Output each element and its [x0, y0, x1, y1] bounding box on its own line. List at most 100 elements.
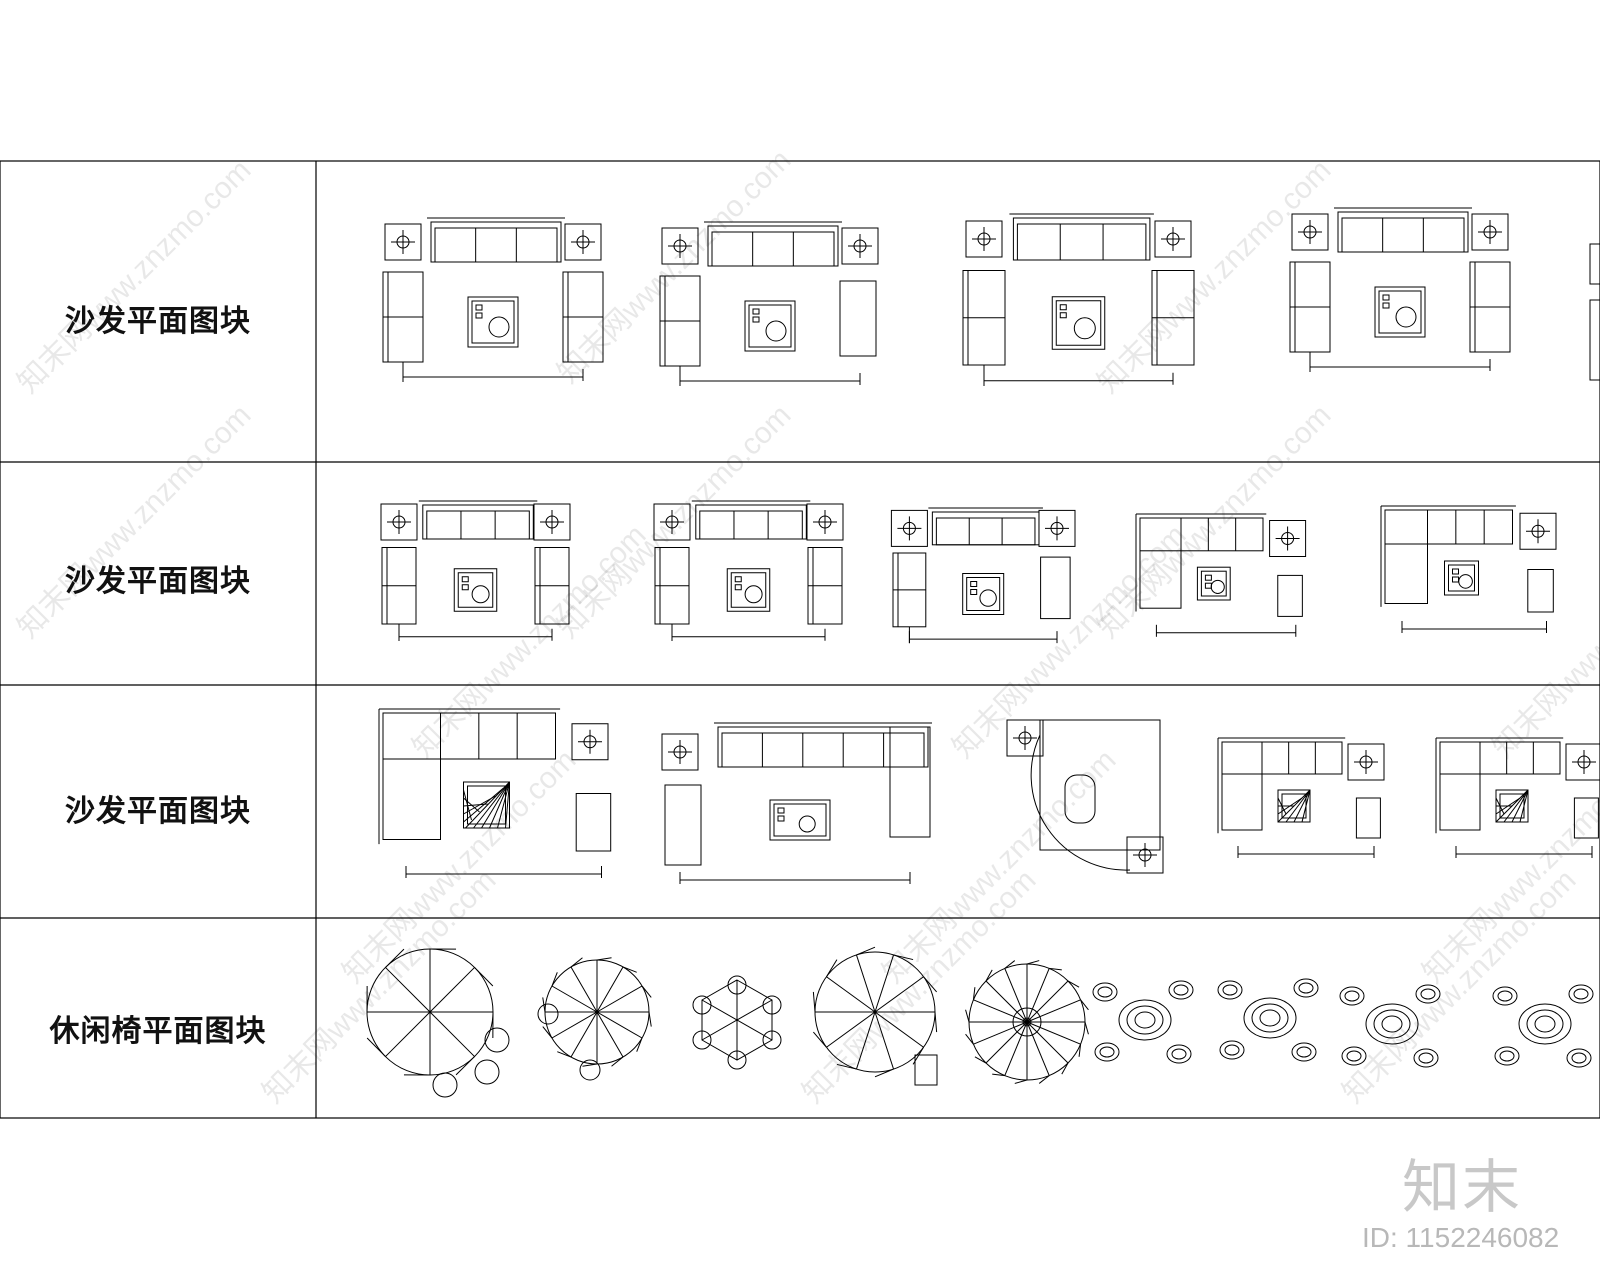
umbrella-scallop [1067, 980, 1080, 988]
hatch [489, 781, 510, 829]
umbrella-rib [985, 980, 1028, 1023]
table-ornament [765, 320, 787, 342]
coffee-table-inner [730, 572, 767, 608]
coffee-table [726, 568, 771, 612]
stone-table [1373, 1009, 1411, 1039]
sofa-corner [1439, 741, 1481, 831]
umbrella-lounger-block [812, 946, 938, 1086]
umbrella-rib [596, 1011, 643, 1039]
umbrella-scallop [812, 1031, 827, 1048]
side-chair [664, 784, 702, 866]
sofa-set-block [1289, 207, 1511, 372]
umbrella-rib [1026, 1021, 1069, 1064]
umbrella-scallop [812, 991, 816, 1013]
umbrella-rib [973, 999, 1028, 1023]
end-table [533, 503, 571, 541]
side-chair [1040, 556, 1071, 620]
coffee-table-inner [471, 300, 515, 344]
stone-seat-inner [1173, 984, 1189, 996]
end-table [806, 503, 844, 541]
hatch [463, 787, 504, 823]
umbrella-scallop [551, 972, 558, 987]
stone-table [1381, 1015, 1403, 1033]
stone-seat [1168, 980, 1194, 1000]
umbrella-scallop [1049, 967, 1062, 971]
coffee-table [467, 296, 519, 348]
umbrella-scallop [557, 1051, 572, 1058]
end-table [841, 227, 879, 265]
partial-block [1589, 243, 1600, 285]
sofa-seat [426, 510, 530, 540]
hatch [473, 781, 510, 829]
stone-seat [1293, 978, 1319, 998]
umbrella-scallop [622, 966, 637, 973]
end-table [1565, 743, 1600, 781]
cad-blocks [366, 207, 1600, 1098]
sofa-seat [1016, 223, 1147, 261]
hatch [1293, 789, 1311, 823]
umbrella-scallop [874, 1068, 894, 1078]
stone-seat [1415, 984, 1441, 1004]
stone-table [1518, 1003, 1572, 1045]
sofa-seat [711, 231, 835, 267]
umbrella-scallop [965, 1033, 974, 1045]
table-ornament [777, 815, 785, 822]
stone-seat-inner [1573, 988, 1589, 1000]
chair-seat [474, 1059, 500, 1085]
coffee-table [453, 568, 498, 612]
umbrella-rib [826, 1011, 876, 1048]
stone-seat-inner [1344, 990, 1360, 1002]
sofa-seat [935, 517, 1036, 546]
chair-seat [692, 1030, 712, 1050]
stone-seat-inner [1298, 982, 1314, 994]
stone-seat [1413, 1048, 1439, 1068]
table-ornament [1452, 568, 1459, 575]
umbrella-scallop [836, 1063, 857, 1070]
umbrella-scallop [366, 1037, 386, 1057]
umbrella-scallop [641, 985, 652, 998]
umbrella-rib [385, 967, 431, 1013]
coffee-table [1374, 286, 1426, 338]
table-ornament [970, 581, 978, 587]
end-table [384, 223, 422, 261]
stone-seat-inner [1097, 986, 1113, 998]
umbrella-rib [429, 1011, 475, 1057]
end-table [1347, 743, 1385, 781]
coffee-table-inner [966, 577, 1001, 611]
stone-table [1251, 1003, 1289, 1033]
stone-seat-inner [1571, 1052, 1587, 1064]
umbrella-rib [855, 1011, 876, 1070]
umbrella-scallop [636, 1037, 643, 1052]
umbrella-scallop [965, 1009, 970, 1023]
sofa-set-block [659, 221, 879, 386]
coffee-table-inner [1055, 300, 1102, 346]
sofa-back [931, 511, 1040, 546]
table-ornament [1452, 576, 1459, 583]
stone-seat [1568, 984, 1594, 1004]
hatch [1511, 789, 1529, 823]
row-label-leisure-chair: 休闲椅平面图块 [49, 1014, 267, 1049]
sofa-seat [1341, 217, 1465, 253]
coffee-table [1051, 296, 1106, 350]
table-ornament [1395, 306, 1417, 328]
hatch [497, 781, 510, 829]
end-table [1519, 512, 1557, 550]
hatch [1277, 797, 1303, 815]
table-ornament [752, 308, 760, 315]
sofa-set-block [890, 507, 1076, 644]
stone-table [1134, 1011, 1156, 1029]
side-chair [1355, 797, 1381, 839]
table-ornament [475, 312, 483, 319]
umbrella-scallop [893, 954, 914, 961]
umbrella-scallop [1038, 1075, 1050, 1084]
l-sofa-block [1380, 505, 1557, 633]
umbrella-set-block [537, 957, 652, 1081]
brand-logo: 知末 [1402, 1153, 1523, 1221]
oval-table [1064, 774, 1096, 824]
stone-seat [1492, 986, 1518, 1006]
coffee-table [769, 799, 831, 841]
coffee-table-inner [457, 572, 494, 608]
round-umbrella-block [965, 960, 1089, 1084]
table-ornament [798, 815, 816, 833]
